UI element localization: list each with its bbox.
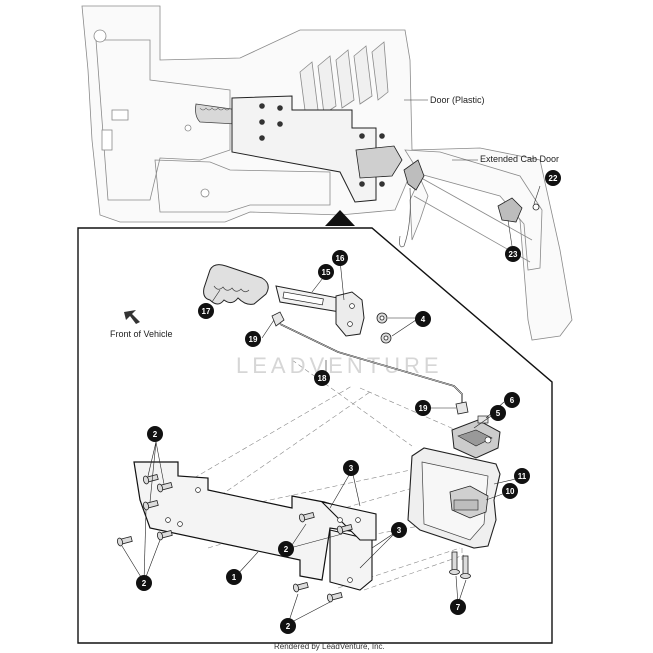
svg-text:22: 22 bbox=[549, 174, 558, 183]
callout-2-bottom-left: 2 bbox=[136, 575, 152, 591]
handle-grip bbox=[203, 264, 269, 305]
svg-text:3: 3 bbox=[349, 464, 354, 473]
svg-text:4: 4 bbox=[421, 315, 426, 324]
top-leader-lines bbox=[404, 99, 541, 247]
callout-11: 11 bbox=[514, 468, 530, 484]
svg-text:3: 3 bbox=[397, 526, 402, 535]
top-handle-grip bbox=[195, 103, 239, 125]
svg-text:10: 10 bbox=[506, 487, 515, 496]
callout-18: 18 bbox=[314, 370, 330, 386]
callout-6: 6 bbox=[504, 392, 520, 408]
svg-text:19: 19 bbox=[419, 404, 428, 413]
svg-text:11: 11 bbox=[518, 472, 527, 481]
svg-text:2: 2 bbox=[153, 430, 158, 439]
label-front-of-vehicle: Front of Vehicle bbox=[110, 329, 173, 339]
svg-text:17: 17 bbox=[202, 307, 211, 316]
callout-15: 15 bbox=[318, 264, 334, 280]
svg-text:7: 7 bbox=[456, 603, 461, 612]
housing-bolts bbox=[449, 551, 471, 579]
svg-text:5: 5 bbox=[496, 409, 501, 418]
callout-19-lower: 19 bbox=[415, 400, 431, 416]
svg-text:15: 15 bbox=[322, 268, 331, 277]
latch-lever bbox=[335, 291, 365, 337]
svg-text:23: 23 bbox=[509, 250, 518, 259]
callout-4: 4 bbox=[415, 311, 431, 327]
detail-inset-frame bbox=[77, 227, 553, 644]
callout-23: 23 bbox=[505, 246, 521, 262]
detail-leader-lines bbox=[121, 259, 521, 625]
door-lower-panel bbox=[154, 159, 331, 213]
callout-16: 16 bbox=[332, 250, 348, 266]
svg-text:19: 19 bbox=[249, 335, 258, 344]
callout-2-middle: 2 bbox=[278, 541, 294, 557]
callouts: 22 23 16 15 17 19 4 18 6 5 19 2 3 11 10 … bbox=[136, 170, 561, 634]
door-vent-slots bbox=[299, 41, 389, 119]
cab-door-latch bbox=[497, 197, 523, 223]
callout-22: 22 bbox=[545, 170, 561, 186]
cab-door-striker bbox=[403, 159, 425, 191]
rod-clip-upper bbox=[271, 311, 285, 327]
svg-text:16: 16 bbox=[336, 254, 345, 263]
watermark: LEADVENTURE bbox=[236, 353, 443, 378]
front-of-vehicle-arrow bbox=[124, 310, 140, 324]
svg-text:2: 2 bbox=[142, 579, 147, 588]
svg-text:6: 6 bbox=[510, 396, 515, 405]
callout-5: 5 bbox=[490, 405, 506, 421]
svg-text:18: 18 bbox=[318, 374, 327, 383]
nuts bbox=[376, 312, 392, 344]
top-latch-mechanism bbox=[355, 145, 403, 179]
callout-3-lower: 3 bbox=[391, 522, 407, 538]
callout-2-bottom: 2 bbox=[280, 618, 296, 634]
plastic-door-shell bbox=[81, 5, 573, 341]
footer-credit: Rendered by LeadVenture, Inc. bbox=[274, 642, 385, 651]
rod-clip-lower bbox=[455, 401, 469, 415]
callout-10: 10 bbox=[502, 483, 518, 499]
callout-19-upper: 19 bbox=[245, 331, 261, 347]
door-assembly-overview bbox=[81, 5, 573, 341]
callout-3-upper: 3 bbox=[343, 460, 359, 476]
bracket-holes bbox=[165, 487, 361, 583]
bracket-bolts bbox=[116, 473, 353, 603]
label-door-plastic: Door (Plastic) bbox=[430, 95, 485, 105]
svg-text:2: 2 bbox=[286, 622, 291, 631]
top-latch-bracket bbox=[231, 95, 377, 203]
callout-2-top-left: 2 bbox=[147, 426, 163, 442]
callout-7: 7 bbox=[450, 599, 466, 615]
label-extended-cab-door: Extended Cab Door bbox=[480, 154, 559, 164]
top-bracket-holes bbox=[259, 103, 385, 187]
callout-17: 17 bbox=[198, 303, 214, 319]
callout-1: 1 bbox=[226, 569, 242, 585]
svg-text:2: 2 bbox=[284, 545, 289, 554]
detail-pointer bbox=[325, 210, 355, 226]
door-inner-panel bbox=[95, 39, 231, 201]
svg-text:1: 1 bbox=[232, 573, 237, 582]
